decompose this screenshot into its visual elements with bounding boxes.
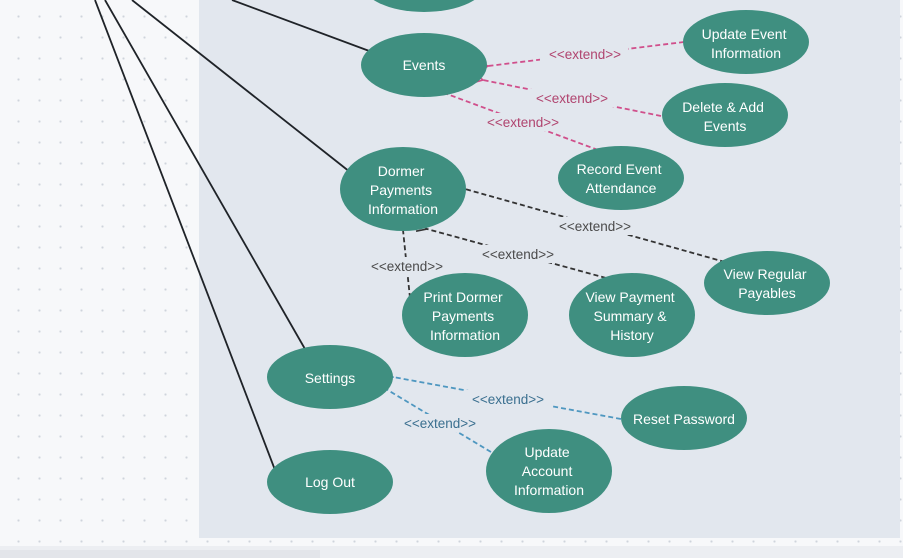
use-case-view-regular-payables-line-2: Payables [738, 285, 796, 301]
use-case-events-line-1: Events [403, 57, 446, 73]
use-case-log-out[interactable]: Log Out [267, 450, 393, 514]
extend-line-view-regular-payables [465, 189, 726, 263]
use-case-delete-add-events-line-1: Delete & Add [682, 99, 764, 115]
use-case-log-out-line-1: Log Out [305, 474, 355, 490]
use-case-print-dormer-payments-information-line-2: Payments [432, 308, 494, 324]
association-line-dormer-payments [131, 0, 351, 173]
use-case-view-payment-summary-history[interactable]: View Payment Summary & History [569, 273, 695, 357]
use-cases: Events Update Event Information Delete &… [267, 0, 830, 514]
extend-label-update-account: <<extend>> [404, 416, 476, 431]
use-case-print-dormer-payments-information-line-3: Information [430, 327, 500, 343]
svg-text:View Regular Payable: View Regular Payables [724, 266, 811, 301]
use-case-update-event-information-line-1: Update Event [702, 26, 787, 42]
extend-label-delete-add-events: <<extend>> [536, 91, 608, 106]
extend-label-view-regular-payables: <<extend>> [559, 219, 631, 234]
svg-text:Log Out: Log Out [305, 474, 355, 490]
use-case-delete-add-events[interactable]: Delete & Add Events [662, 83, 788, 147]
use-case-settings[interactable]: Settings [267, 345, 393, 409]
use-case-record-event-attendance-line-2: Attendance [586, 180, 657, 196]
use-case-dormer-payments-information[interactable]: Dormer Payments Information [340, 147, 466, 231]
extend-label-view-payment-summary: <<extend>> [482, 247, 554, 262]
svg-text:Record Event Attenda: Record Event Attendance [577, 161, 666, 196]
use-case-update-account-information-line-3: Information [514, 482, 584, 498]
svg-text:Dormer Payments: Dormer Payments Information [368, 163, 438, 217]
use-case-dormer-payments-information-line-2: Payments [370, 182, 432, 198]
extend-label-reset-password: <<extend>> [472, 392, 544, 407]
use-case-view-regular-payables-line-1: View Regular [724, 266, 807, 282]
extend-labels: <<extend>> <<extend>> <<extend>> <<exten… [363, 45, 639, 432]
use-case-dormer-payments-information-line-3: Information [368, 201, 438, 217]
use-case-events[interactable]: Events [361, 33, 487, 97]
use-case-update-event-information[interactable]: Update Event Information [683, 10, 809, 74]
use-case-view-payment-summary-history-line-3: History [610, 327, 654, 343]
svg-text:Events: Events [403, 57, 446, 73]
svg-text:View Payment Summary: View Payment Summary & History [585, 289, 678, 343]
svg-text:Delete & Add Events: Delete & Add Events [682, 99, 768, 134]
use-case-view-regular-payables[interactable]: View Regular Payables [704, 251, 830, 315]
use-case-print-dormer-payments-information-line-1: Print Dormer [423, 289, 503, 305]
use-case-settings-line-1: Settings [305, 370, 356, 386]
horizontal-scrollbar[interactable] [0, 550, 320, 558]
extend-label-record-attendance: <<extend>> [487, 115, 559, 130]
use-case-view-payment-summary-history-line-1: View Payment [585, 289, 674, 305]
use-case-delete-add-events-line-2: Events [704, 118, 747, 134]
association-line-settings [104, 0, 306, 350]
use-case-record-event-attendance[interactable]: Record Event Attendance [558, 146, 684, 210]
use-case-update-event-information-line-2: Information [711, 45, 781, 61]
use-case-view-payment-summary-history-line-2: Summary & [593, 308, 667, 324]
use-case-update-account-information-line-2: Account [522, 463, 573, 479]
use-case-update-account-information-line-1: Update [524, 444, 569, 460]
svg-text:Reset Password: Reset Password [633, 411, 735, 427]
use-case-reset-password[interactable]: Reset Password [621, 386, 747, 450]
extend-label-update-event: <<extend>> [549, 47, 621, 62]
extend-line-update-account [386, 389, 492, 453]
use-case-dormer-payments-information-line-1: Dormer [378, 163, 425, 179]
svg-text:Update Event Informa: Update Event Information [702, 26, 791, 61]
association-line-top [231, 0, 373, 53]
use-case-record-event-attendance-line-1: Record Event [577, 161, 662, 177]
svg-text:Settings: Settings [305, 370, 356, 386]
svg-text:Update Account: Update Account Information [514, 444, 584, 498]
association-lines [94, 0, 373, 471]
use-case-update-account-information[interactable]: Update Account Information [486, 429, 612, 513]
use-case-print-dormer-payments-information[interactable]: Print Dormer Payments Information [402, 273, 528, 357]
use-case-partial-top[interactable] [361, 0, 487, 12]
use-case-reset-password-line-1: Reset Password [633, 411, 735, 427]
association-line-log-out [94, 0, 276, 471]
svg-text:Print Dormer Payment: Print Dormer Payments Information [423, 289, 506, 343]
extend-label-print-dormer-payments: <<extend>> [371, 259, 443, 274]
